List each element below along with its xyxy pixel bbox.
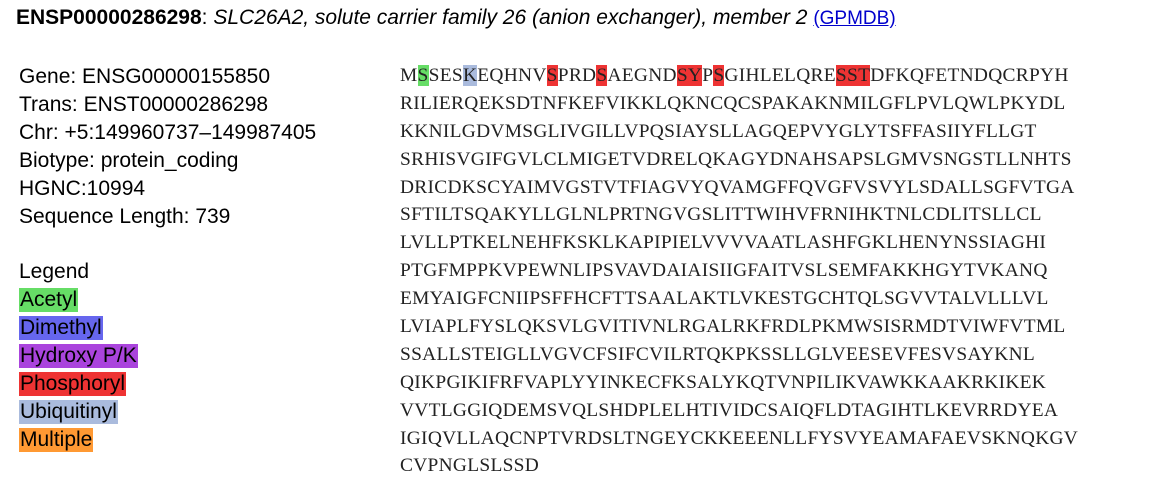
modified-residue: T xyxy=(858,65,871,86)
legend-item-multiple: Multiple xyxy=(19,426,138,454)
gpmdb-link[interactable]: (GPMDB) xyxy=(813,8,896,29)
sequence-line: VVTLGGIQDEMSVQLSHDPLELHTIVIDCSAIQFLDTAGI… xyxy=(400,399,1059,421)
sequence-line: QIKPGIKIFRFVAPLYYINKECFKSALYKQTVNPILIKVA… xyxy=(400,371,1047,393)
modified-residue: Y xyxy=(687,65,703,86)
legend-label: Hydroxy P/K xyxy=(19,344,138,368)
protein-description: SLC26A2, solute carrier family 26 (anion… xyxy=(213,6,808,29)
sequence-line: RILIERQEKSDTNFKEFVIKKLQKNCQCSPAKAKNMILGF… xyxy=(400,92,1066,114)
legend: Legend Acetyl Dimethyl Hydroxy P/K Phosp… xyxy=(19,258,138,454)
legend-item-hydroxy: Hydroxy P/K xyxy=(19,342,138,370)
transcript-info: Trans: ENST00000286298 xyxy=(19,93,269,116)
gene-info: Gene: ENSG00000155850 xyxy=(19,65,271,88)
modified-residue: S xyxy=(676,65,688,86)
sequence-line: DRICDKSCYAIMVGSTVTFIAGVYQVAMGFFQVGFVSVYL… xyxy=(400,176,1075,198)
protein-sequence: MSSESKEQHNVSPRDSAEGNDSYPSGIHLELQRESSTDFK… xyxy=(400,62,1078,480)
sequence-line: EMYAIGFCNIIPSFFHCFTTSAALAKTLVKESTGCHTQLS… xyxy=(400,288,1049,310)
sequence-line: SSALLSTEIGLLVGVCFSIFCVILRTQKPKSSLLGLVEES… xyxy=(400,343,1036,365)
modified-residue: K xyxy=(462,65,478,86)
biotype-info: Biotype: protein_coding xyxy=(19,149,239,172)
sequence-line: PTGFMPPKVPEWNLIPSVAVDAIAISIIGFAITVSLSEMF… xyxy=(400,260,1048,282)
legend-item-ubiquitinyl: Ubiquitinyl xyxy=(19,398,138,426)
protein-info: Gene: ENSG00000155850 Trans: ENST0000028… xyxy=(19,63,316,231)
sequence-line: LVLLPTKELNEHFKSKLKAPIPIELVVVVAATLASHFGKL… xyxy=(400,232,1047,254)
chromosome-info: Chr: +5:149960737–149987405 xyxy=(19,121,317,144)
legend-item-acetyl: Acetyl xyxy=(19,286,138,314)
legend-label: Phosphoryl xyxy=(19,372,127,396)
modified-residue: S xyxy=(596,65,608,86)
modified-residue: S xyxy=(417,65,429,86)
legend-label: Acetyl xyxy=(19,288,79,312)
sequence-line: SRHISVGIFGVLCLMIGETVDRELQKAGYDNAHSAPSLGM… xyxy=(400,148,1072,170)
legend-item-phosphoryl: Phosphoryl xyxy=(19,370,138,398)
sequence-line: LVIAPLFYSLQKSVLGVITIVNLRGALRKFRDLPKMWSIS… xyxy=(400,316,1066,338)
protein-id: ENSP00000286298 xyxy=(16,6,202,29)
modified-residue: S xyxy=(846,65,859,86)
legend-label: Dimethyl xyxy=(19,316,103,340)
modified-residue: S xyxy=(713,65,725,86)
legend-item-dimethyl: Dimethyl xyxy=(19,314,138,342)
sequence-line: SFTILTSQAKYLLGLNLPRTNGVGSLITTWIHVFRNIHKT… xyxy=(400,204,1042,226)
hgnc-info: HGNC:10994 xyxy=(19,177,146,200)
modified-residue: S xyxy=(546,65,558,86)
modified-residue: S xyxy=(835,65,847,86)
sequence-line: IGIQVLLAQCNPTVRDSLTNGEYCKKEEENLLFYSVYEAM… xyxy=(400,427,1079,449)
legend-label: Multiple xyxy=(19,428,94,452)
page-title: ENSP00000286298: SLC26A2, solute carrier… xyxy=(16,6,896,30)
sequence-length-info: Sequence Length: 739 xyxy=(19,205,231,228)
legend-label: Ubiquitinyl xyxy=(19,400,118,424)
sequence-line: CVPNGLSLSSD xyxy=(400,455,540,477)
sequence-line: KKNILGDVMSGLIVGILLVPQSIAYSLLAGQEPVYGLYTS… xyxy=(400,120,1037,142)
title-separator: : xyxy=(201,6,208,29)
sequence-line: MSSESKEQHNVSPRDSAEGNDSYPSGIHLELQRESSTDFK… xyxy=(400,65,1069,86)
legend-title: Legend xyxy=(19,260,90,283)
